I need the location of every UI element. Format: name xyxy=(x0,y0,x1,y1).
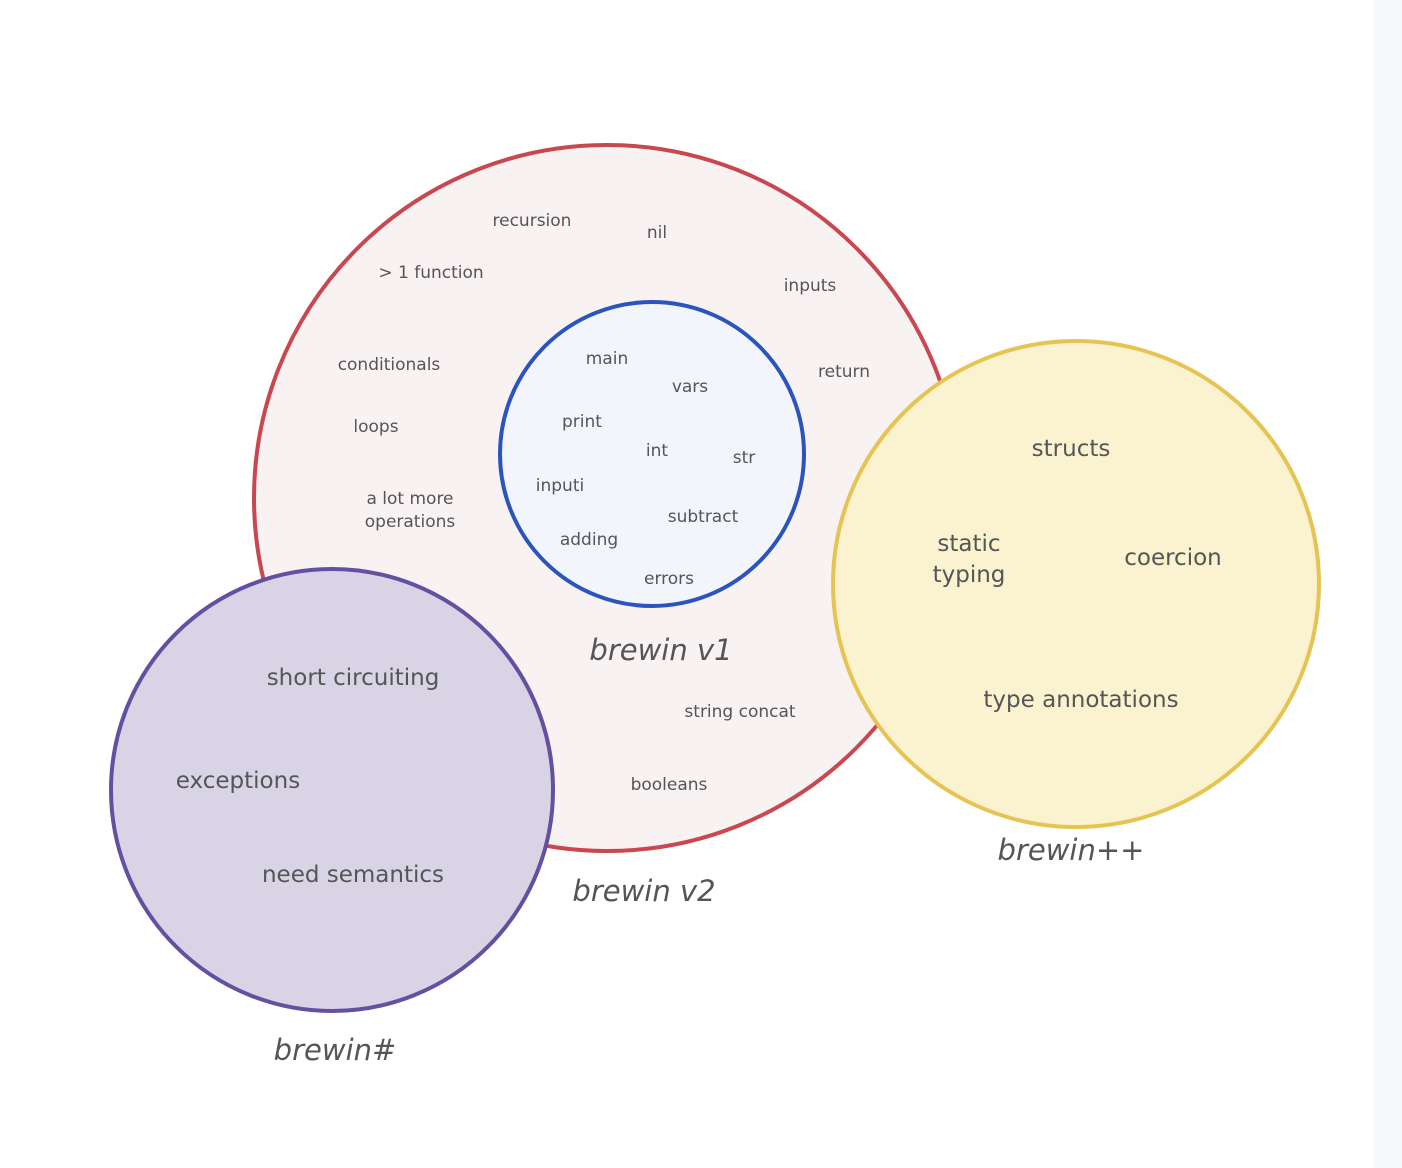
v2-term-loops: loops xyxy=(353,417,398,437)
brewin-sharp-caption: brewin# xyxy=(274,1033,397,1067)
pp-term-coercion: coercion xyxy=(1124,545,1222,571)
v2-term-booleans: booleans xyxy=(631,775,708,795)
v1-term-vars: vars xyxy=(672,377,708,397)
sharp-term-exceptions: exceptions xyxy=(176,768,300,794)
v2-term-nil: nil xyxy=(647,223,667,243)
v2-term-string-concat: string concat xyxy=(684,702,795,722)
brewin-plusplus-circle xyxy=(831,339,1321,829)
v2-term-recursion: recursion xyxy=(493,211,572,231)
brewin-v1-circle xyxy=(498,300,806,608)
pp-term-type-annotations: type annotations xyxy=(983,687,1178,713)
brewin-v2-caption: brewin v2 xyxy=(572,874,715,908)
v1-term-str: str xyxy=(733,448,756,468)
sharp-term-need-semantics: need semantics xyxy=(262,862,444,888)
v2-term-more-operations-line1: a lot more xyxy=(366,489,453,509)
v1-term-errors: errors xyxy=(644,569,694,589)
v1-term-subtract: subtract xyxy=(668,507,739,527)
brewin-v1-caption: brewin v1 xyxy=(589,633,732,667)
v2-term-more-operations-line2: operations xyxy=(365,512,456,532)
sharp-term-short-circuiting: short circuiting xyxy=(267,665,440,691)
v2-term-inputs: inputs xyxy=(784,276,837,296)
brewin-sharp-circle xyxy=(109,567,555,1013)
pp-term-structs: structs xyxy=(1032,436,1111,462)
pp-term-static-typing-line1: static xyxy=(937,531,1000,557)
v1-term-print: print xyxy=(562,412,602,432)
v1-term-main: main xyxy=(586,349,628,369)
brewin-plusplus-caption: brewin++ xyxy=(998,833,1145,867)
pp-term-static-typing-line2: typing xyxy=(933,562,1006,588)
page-margin-strip xyxy=(1374,0,1402,1168)
v2-term-more-functions: > 1 function xyxy=(378,263,483,283)
v1-term-inputi: inputi xyxy=(536,476,584,496)
v2-term-conditionals: conditionals xyxy=(338,355,441,375)
v2-term-return: return xyxy=(818,362,870,382)
v1-term-int: int xyxy=(646,441,668,461)
v1-term-adding: adding xyxy=(560,530,618,550)
